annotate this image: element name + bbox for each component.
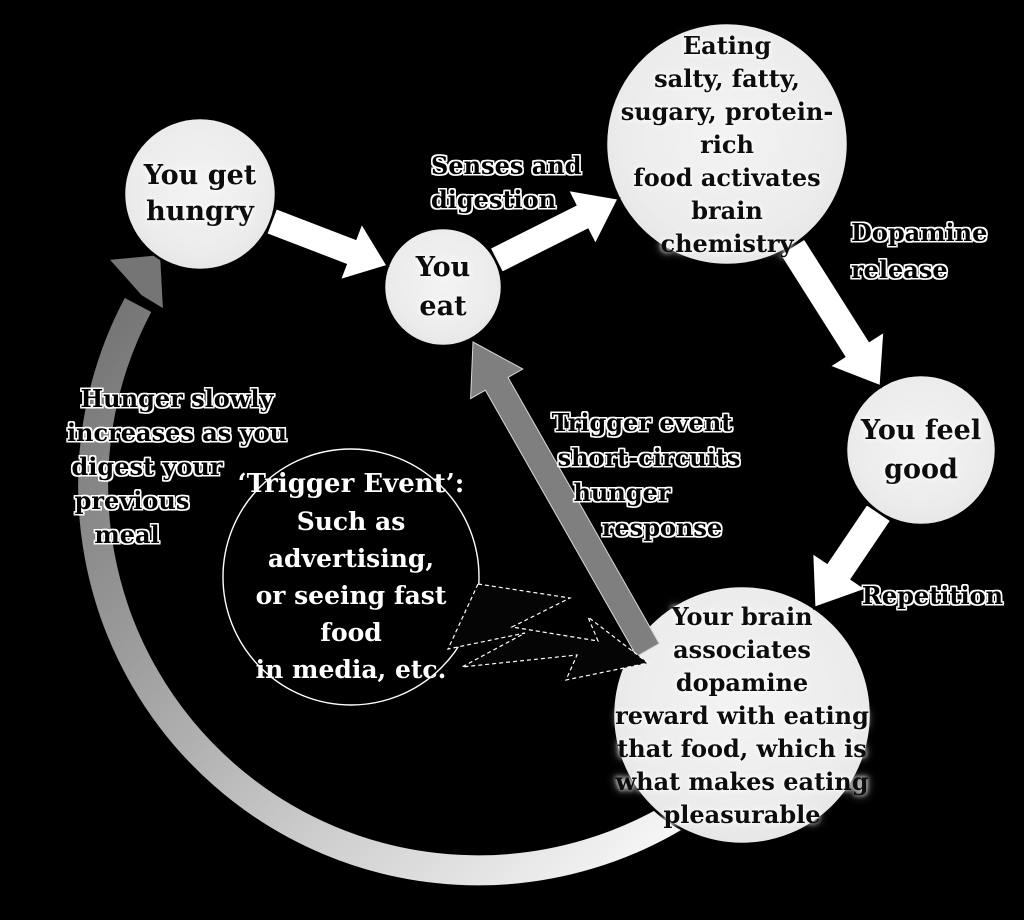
node-brain-reward-label: Your brain associates dopamine reward wi… [613, 586, 871, 844]
text-line: Senses and [431, 151, 582, 180]
text-line: pleasurable [663, 799, 821, 829]
text-line: associates dopamine [673, 634, 811, 697]
node-trigger-event-label: ‘Trigger Event’: Such as advertising, or… [227, 451, 475, 703]
text-line: eat [419, 291, 467, 322]
text-line: hunger [573, 478, 671, 507]
cycle-arrow-head [105, 252, 166, 312]
node-you-feel-good-circle [844, 373, 998, 527]
node-you-get-hungry-circle [122, 116, 278, 272]
arrow-hungry-to-eat [264, 206, 390, 283]
text-line: short-circuits [557, 443, 741, 472]
text-line: digest your [71, 452, 223, 481]
node-you-eat-label: You eat [384, 228, 502, 346]
text-line: food activates brain [633, 162, 821, 225]
node-you-get-hungry-label: You get hungry [124, 118, 276, 270]
text-line: Such as advertising, [267, 507, 435, 573]
text-line: Dopamine [851, 218, 988, 247]
text-line: good [884, 454, 958, 485]
node-eating-food-label: Eating salty, fatty, sugary, protein-ric… [606, 23, 848, 265]
text-line: salty, fatty, [654, 63, 800, 93]
text-line: increases as you [66, 418, 288, 447]
text-line: Repetition [861, 580, 1004, 610]
text-line: reward with eating [615, 700, 869, 730]
text-line: hungry [146, 196, 254, 227]
text-line: Eating [682, 30, 772, 60]
node-you-eat-circle [382, 226, 504, 348]
text-line: or seeing fast food [255, 581, 447, 647]
label-senses-digestion: Senses and digestion [431, 149, 611, 221]
text-line: You feel [860, 414, 982, 446]
arrow-eat-to-eating-food [487, 188, 621, 275]
text-line: chemistry [660, 228, 794, 258]
node-eating-food-circle [604, 21, 850, 267]
text-line: that food, which is [617, 733, 867, 763]
text-line: in media, etc. [255, 655, 447, 684]
text-line: Trigger event [551, 408, 733, 437]
node-brain-reward-circle [611, 584, 873, 846]
trigger-event-title: ‘Trigger Event’: [237, 469, 465, 499]
text-line: digestion [431, 185, 557, 214]
label-short-circuit: Trigger event short-circuits hunger resp… [543, 405, 741, 553]
text-line: response [601, 513, 723, 542]
text-line: Your brain [671, 601, 813, 631]
text-line: what makes eating [615, 766, 869, 796]
label-dopamine-release: Dopamine release [851, 214, 991, 290]
text-line: You [415, 251, 471, 283]
arrow-short-circuit [470, 341, 660, 658]
node-trigger-event-circle [222, 448, 480, 706]
text-line: Hunger slowly [80, 384, 274, 413]
node-you-feel-good-label: You feel good [846, 375, 996, 525]
text-line: You get [143, 159, 257, 191]
text-line: previous [74, 486, 190, 515]
lightning-arrow [446, 583, 650, 681]
text-line: release [851, 255, 948, 284]
label-repetition: Repetition [860, 580, 1005, 612]
text-line: meal [94, 520, 160, 549]
cycle-arrow-shaft [78, 297, 709, 886]
label-hunger-increase: Hunger slowly increases as you digest yo… [58, 382, 296, 558]
text-line: sugary, protein-rich [620, 96, 834, 159]
arrow-dopamine-release [777, 236, 887, 389]
arrow-feel-good-to-brain [810, 502, 894, 610]
